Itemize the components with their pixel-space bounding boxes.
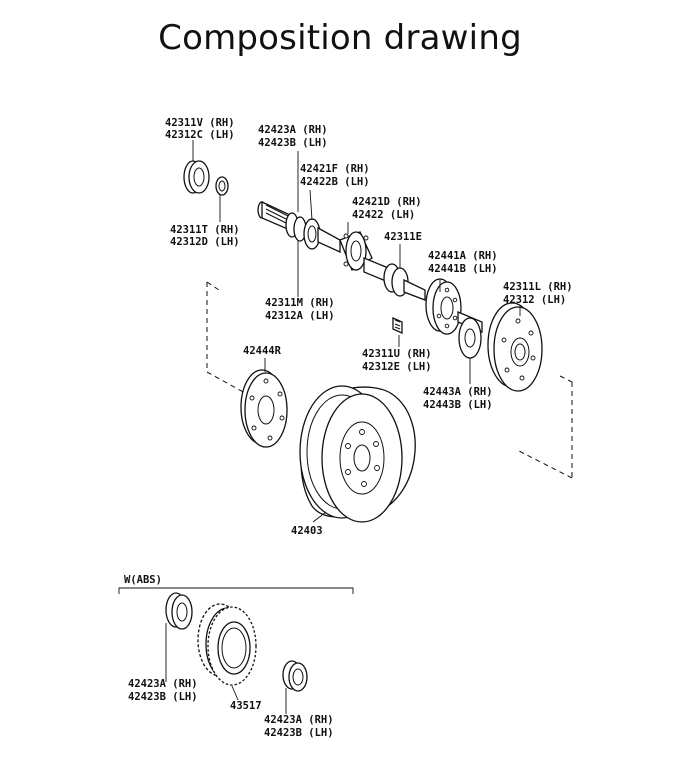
label-42312C: 42312C (LH) [165,129,235,141]
axle-shaft-42311E[interactable] [257,200,426,301]
label-42312: 42312 (LH) [503,294,566,306]
flange-42311L[interactable] [487,302,543,392]
label-42403: 42403 [291,525,323,537]
label-42421D: 42421D (RH) [352,196,422,208]
label-42311M: 42311M (RH) [265,297,335,309]
label-42423A-top: 42423A (RH) [258,124,328,136]
label-42441B: 42441B (LH) [428,263,498,275]
disc-42443A[interactable] [458,317,482,359]
label-42444R: 42444R [243,345,282,357]
label-42423A-right: 42423A (RH) [264,714,334,726]
label-42423B-right: 42423B (LH) [264,727,334,739]
abs-leader-lines [165,623,287,714]
bearing-42423A-right[interactable] [282,660,308,692]
label-42312D: 42312D (LH) [170,236,240,248]
label-42312A: 42312A (LH) [265,310,335,322]
abs-section-bracket [118,587,354,594]
hub-bolt-42311U[interactable] [392,316,403,335]
label-43517: 43517 [230,700,262,712]
label-42423A-left: 42423A (RH) [128,678,198,690]
label-42311E: 42311E [384,231,422,243]
label-42311U: 42311U (RH) [362,348,432,360]
label-42441A: 42441A (RH) [428,250,498,262]
label-42311L: 42311L (RH) [503,281,573,293]
label-42311T: 42311T (RH) [170,224,240,236]
snap-ring-42311T[interactable] [215,176,229,196]
spacer-plate-42444R[interactable] [240,369,288,448]
label-42422B: 42422B (LH) [300,176,370,188]
label-42443A: 42443A (RH) [423,386,493,398]
bearing-42423A-left[interactable] [165,592,193,630]
label-42443B: 42443B (LH) [423,399,493,411]
oil-seal-42311V[interactable] [183,160,210,194]
page-title: Composition drawing [158,18,522,58]
brake-drum-42403[interactable] [299,385,416,523]
label-abs-header: W(ABS) [124,574,162,586]
label-42421F: 42421F (RH) [300,163,370,175]
leader-lines [192,140,521,523]
assembly-dashed-guides [206,281,573,479]
abs-rotor-43517[interactable] [197,603,257,686]
label-42423B-top: 42423B (LH) [258,137,328,149]
label-42311V: 42311V (RH) [165,117,235,129]
label-42312E: 42312E (LH) [362,361,432,373]
label-42423B-left: 42423B (LH) [128,691,198,703]
label-42422: 42422 (LH) [352,209,415,221]
